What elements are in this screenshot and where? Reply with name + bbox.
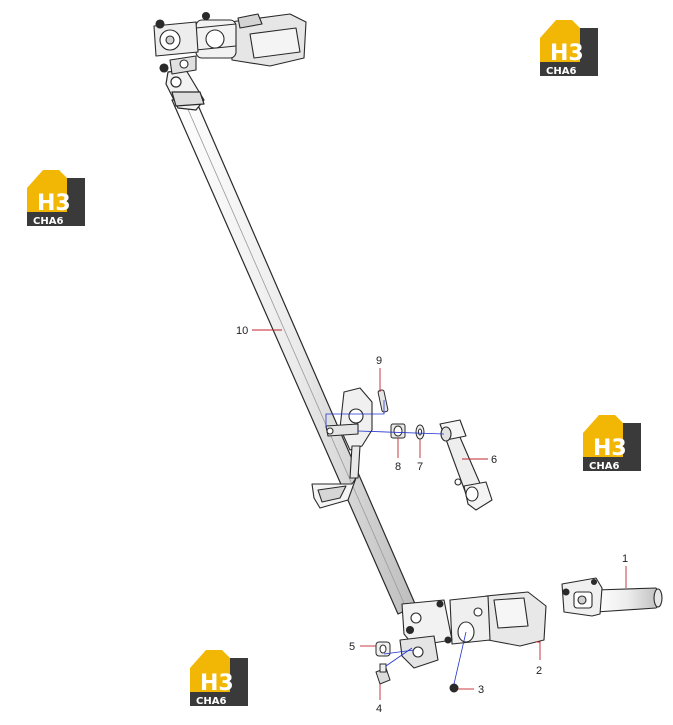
logo-letters: H3 (200, 671, 234, 696)
callout-8: 8 (395, 438, 401, 473)
part-9-pin (377, 389, 389, 413)
part-8-nut (390, 423, 406, 439)
callout-7: 7 (417, 439, 423, 473)
callout-5-label: 5 (349, 641, 355, 653)
part-1-input-shaft (561, 577, 663, 617)
callout-3: 3 (458, 684, 484, 696)
part-7-washer (415, 424, 425, 440)
logo-letters: H3 (593, 436, 627, 461)
callout-1-label: 1 (622, 553, 628, 565)
logo-letters: H3 (37, 191, 71, 216)
callout-9-label: 9 (376, 355, 382, 367)
upper-steering-gear (153, 11, 307, 75)
callout-6: 6 (462, 454, 497, 466)
logo-watermark-right: H3 CHA6 (583, 415, 641, 472)
logo-brand: CHA6 (196, 696, 226, 707)
callout-9: 9 (376, 355, 382, 392)
assembly-lines (325, 400, 467, 685)
callout-3-label: 3 (478, 684, 484, 696)
steering-shaft (165, 69, 417, 615)
callouts: 1 2 3 4 5 6 7 8 (236, 325, 628, 715)
logo-brand: CHA6 (589, 461, 619, 472)
callout-7-label: 7 (417, 461, 423, 473)
part-2-lower-steering-gear (399, 591, 547, 669)
part-6-link-rod (439, 419, 493, 511)
logo-brand: CHA6 (33, 216, 63, 227)
logo-watermark-left: H3 CHA6 (27, 170, 85, 227)
mid-mount-bracket (311, 387, 373, 509)
callout-1: 1 (622, 553, 628, 588)
part-4-bolt (375, 663, 391, 685)
part-3-nut (449, 683, 459, 693)
callout-10: 10 (236, 325, 282, 337)
logo-brand: CHA6 (546, 66, 576, 77)
callout-6-label: 6 (491, 454, 497, 466)
logo-watermark-top-right: H3 CHA6 (540, 20, 598, 77)
callout-5: 5 (349, 641, 376, 653)
callout-4-label: 4 (376, 703, 382, 715)
callout-4: 4 (376, 684, 382, 715)
callout-10-label: 10 (236, 325, 248, 337)
callout-2: 2 (536, 641, 542, 677)
callout-2-label: 2 (536, 665, 542, 677)
callout-8-label: 8 (395, 461, 401, 473)
logo-watermark-bottom-left: H3 CHA6 (190, 650, 248, 707)
logo-letters: H3 (550, 41, 584, 66)
part-5-bushing (375, 641, 391, 657)
